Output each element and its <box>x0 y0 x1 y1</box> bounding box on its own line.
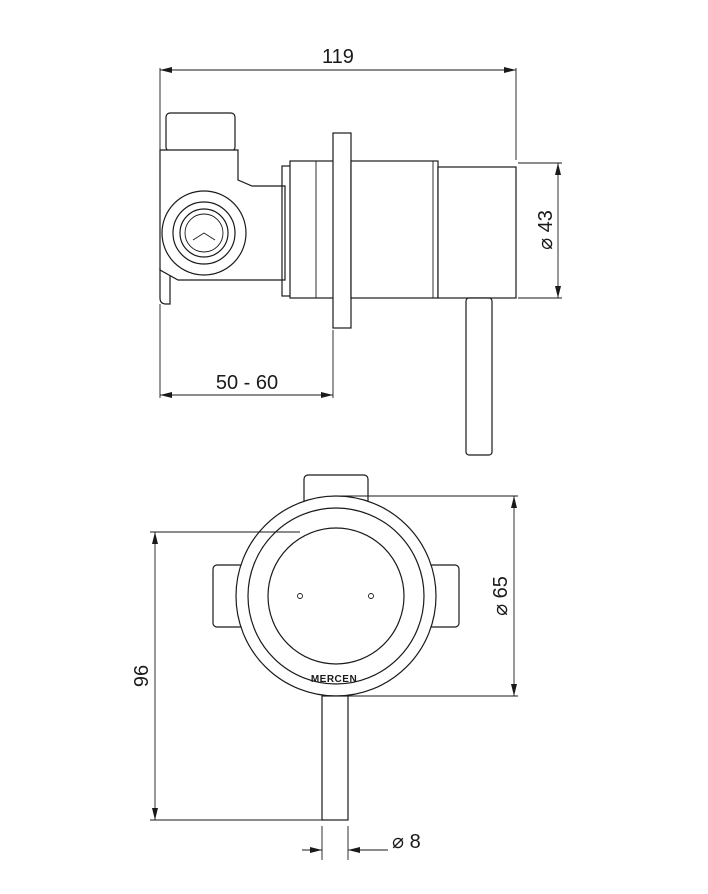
diameter-symbol: ⌀ <box>490 604 512 616</box>
svg-text:⌀ 43: ⌀ 43 <box>535 210 557 250</box>
inlet-port-ring <box>172 201 236 265</box>
lever <box>465 297 493 456</box>
dim-label-overall-length: 119 <box>322 46 354 68</box>
inlet-port-inner <box>179 208 229 258</box>
screw-hole-right <box>368 593 374 599</box>
front-view: MERCEN <box>212 474 460 821</box>
front-handle-cap <box>267 527 405 665</box>
dim-plate-diameter: ⌀ 65 <box>336 495 518 697</box>
outlet-tab <box>159 268 171 305</box>
wall-plate <box>332 132 352 329</box>
dim-body-diameter: ⌀ 43 <box>518 162 562 299</box>
dim-label-plate-diameter: 65 <box>490 576 512 598</box>
dim-overall-height: 96 <box>131 531 322 821</box>
dim-projection: 50 - 60 <box>159 304 334 398</box>
inlet-port-marker <box>192 232 216 241</box>
diameter-symbol: ⌀ <box>535 238 557 250</box>
brand-text: MERCEN <box>311 674 357 685</box>
body-cylinder-front <box>350 160 439 299</box>
dim-label-projection: 50 - 60 <box>216 372 278 394</box>
dim-label-body-diameter: 43 <box>535 210 557 232</box>
side-view <box>159 112 517 456</box>
inlet-port-bore <box>184 213 224 253</box>
inlet-stub <box>165 112 236 152</box>
front-plate-rim <box>247 507 425 685</box>
diameter-symbol: ⌀ <box>392 831 404 853</box>
screw-hole-left <box>297 593 303 599</box>
dim-label-lever-diameter: 8 <box>410 831 421 853</box>
dim-overall-length: 119 <box>159 46 517 160</box>
svg-text:⌀ 65: ⌀ 65 <box>490 576 512 616</box>
handle-cap <box>437 166 517 299</box>
front-lever <box>321 695 349 821</box>
svg-text:⌀ 8: ⌀ 8 <box>392 831 421 853</box>
dim-label-overall-height: 96 <box>131 665 153 687</box>
dim-lever-diameter: ⌀ 8 <box>302 826 421 860</box>
